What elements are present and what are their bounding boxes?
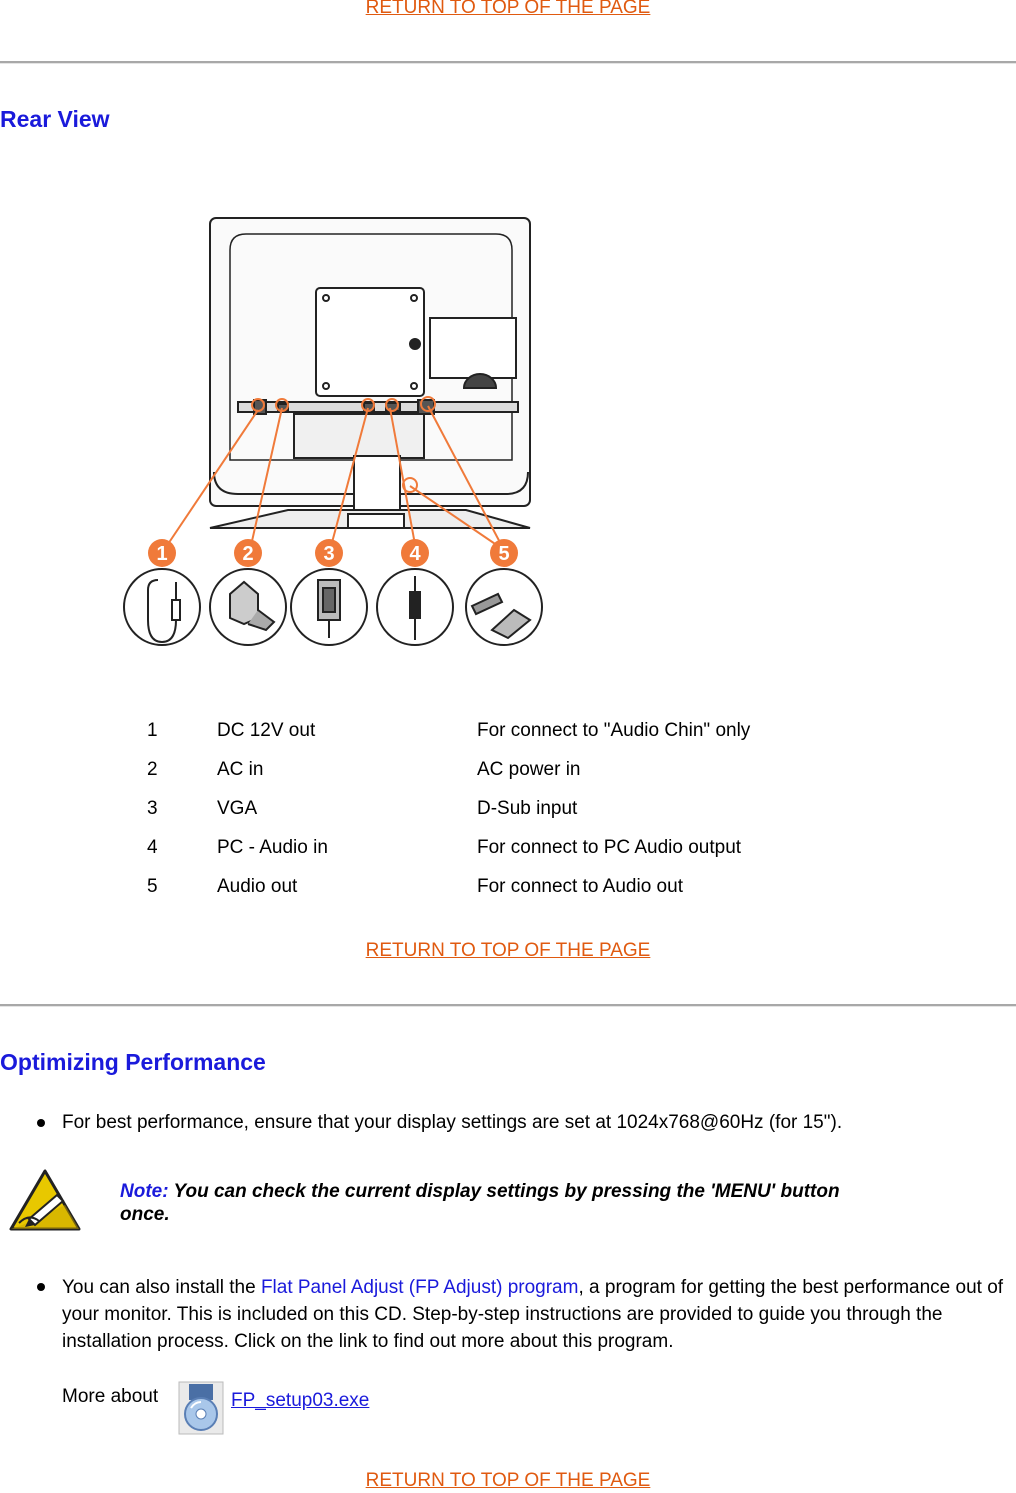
bullet-text: For best performance, ensure that your d… [62,1112,843,1133]
port-table: 1 DC 12V out For connect to "Audio Chin"… [147,711,750,906]
rear-view-illustration: 1 2 3 4 5 [123,217,543,646]
return-to-top-link[interactable]: RETURN TO TOP OF THE PAGE [365,940,651,961]
callout-3-label: 3 [323,543,334,565]
note-label: Note: [120,1181,169,1202]
return-to-top-link[interactable]: RETURN TO TOP OF THE PAGE [365,1470,651,1491]
port-description: AC power in [477,758,581,780]
port-name: DC 12V out [217,719,316,741]
dc-cable-icon [123,568,201,646]
table-row: 1 DC 12V out For connect to "Audio Chin"… [147,711,750,750]
port-description: D-Sub input [477,797,578,819]
callout-4-label: 4 [409,543,421,565]
note-pencil-icon [9,1169,81,1231]
callout-2 [234,539,262,567]
table-row: 5 Audio out For connect to Audio out [147,867,750,906]
port-name: VGA [217,797,258,819]
rear-view-heading: Rear View [0,106,110,132]
callout-5 [490,539,518,567]
monitor-back [209,217,531,529]
optimizing-heading: Optimizing Performance [0,1049,266,1075]
divider [0,1004,1016,1007]
port-description: For connect to PC Audio output [477,836,742,858]
divider [0,61,1016,64]
bullet-icon [37,1283,45,1291]
fp-adjust-link[interactable]: Flat Panel Adjust (FP Adjust) program [260,1277,579,1298]
port-number: 3 [147,797,158,819]
callout-numbers: 1 2 3 4 5 [148,539,518,567]
port-number: 4 [147,836,158,858]
port-description: For connect to Audio out [477,875,683,897]
return-to-top-link[interactable]: RETURN TO TOP OF THE PAGE [365,0,651,18]
callout-4 [401,539,429,567]
more-about-label: More about [62,1386,159,1407]
port-name: AC in [217,758,264,780]
note-body: You can check the current display settin… [120,1181,840,1225]
port-name: PC - Audio in [217,836,328,858]
callout-1 [148,539,176,567]
callout-5-label: 5 [498,543,509,565]
table-row: 2 AC in AC power in [147,750,750,789]
fp-setup-download-link[interactable]: FP_setup03.exe [231,1390,370,1411]
port-number: 1 [147,719,158,741]
callout-1-label: 1 [156,543,167,565]
bullet-icon [37,1119,45,1127]
callout-lines [163,396,505,551]
port-name: Audio out [217,875,298,897]
note-text: Note: You can check the current display … [120,1180,860,1226]
bullet-text: You can also install the Flat Panel Adju… [62,1277,1004,1352]
connector-details [123,568,543,646]
port-number: 2 [147,758,158,780]
callout-2-label: 2 [242,543,253,565]
port-number: 5 [147,875,158,897]
port-description: For connect to "Audio Chin" only [477,719,751,741]
table-row: 4 PC - Audio in For connect to PC Audio … [147,828,750,867]
callout-3 [315,539,343,567]
table-row: 3 VGA D-Sub input [147,789,750,828]
cd-setup-icon[interactable] [177,1380,225,1436]
